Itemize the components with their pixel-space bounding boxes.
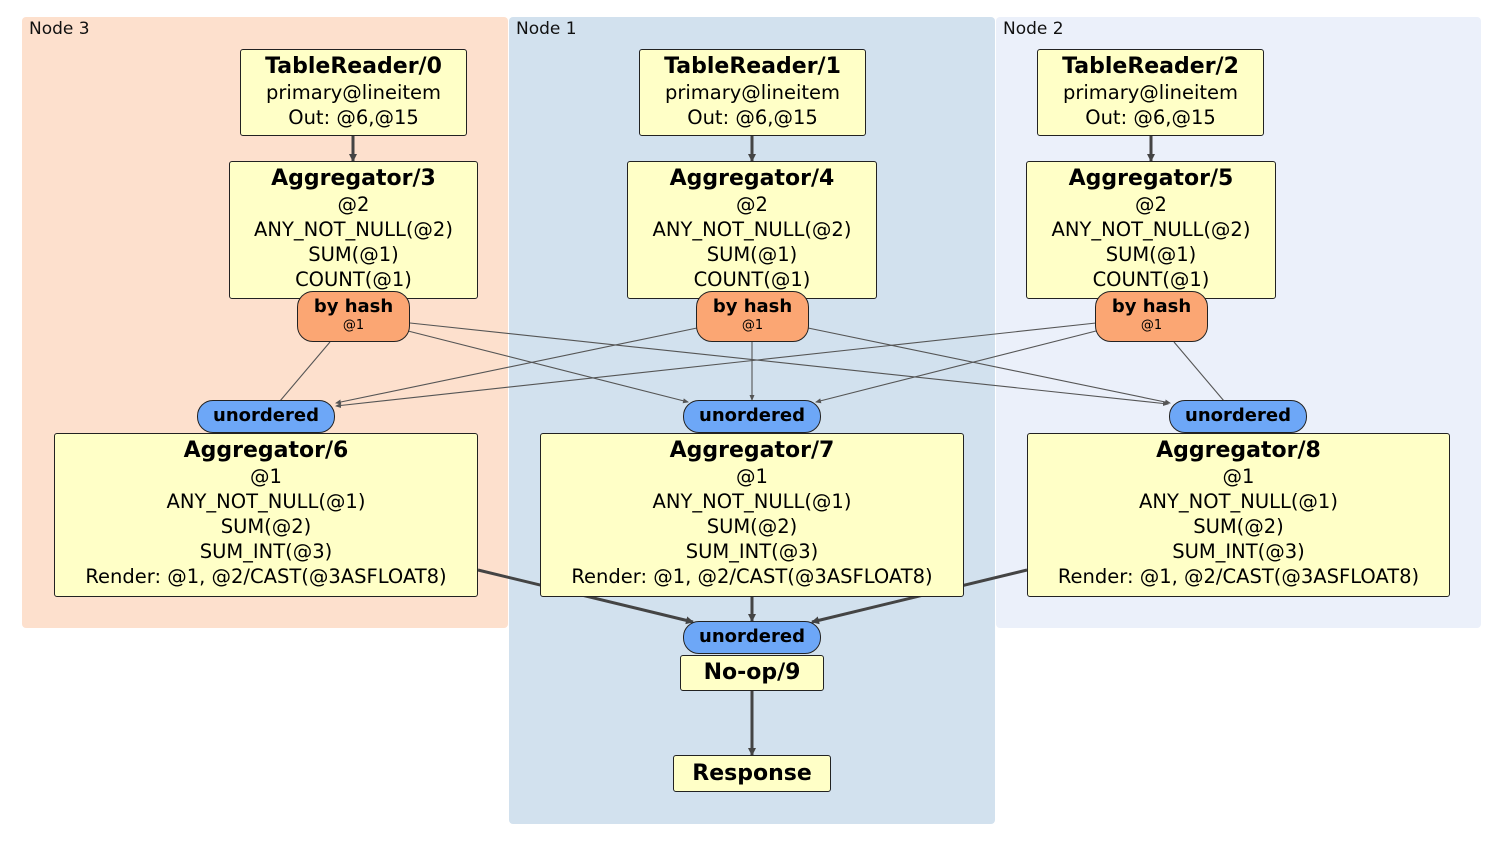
processor-line: Out: @6,@15 [687,106,818,129]
processor-line: primary@lineitem [664,81,841,104]
processor-line: @1 [250,465,282,488]
processor-line: ANY_NOT_NULL(@2) [652,218,852,241]
processor-line: ANY_NOT_NULL(@1) [166,490,366,513]
node-1-label: Node 1 [516,19,577,39]
processor-line: SUM(@2) [1193,515,1284,538]
processor-line: Render: @1, @2/CAST(@3ASFLOAT8) [85,565,447,588]
table-reader-2: TableReader/2 primary@lineitem Out: @6,@… [1037,49,1264,136]
hash-router-1: by hash @1 [696,291,809,342]
edge-hash1-sync8 [807,327,1171,405]
hash-router-0: by hash @1 [297,291,410,342]
edge-hash0-sync7 [407,330,689,404]
processor-line: SUM(@2) [220,515,312,538]
processor-line: COUNT(@1) [693,268,811,291]
table-reader-0: TableReader/0 primary@lineitem Out: @6,@… [240,49,467,136]
processor-line: primary@lineitem [1062,81,1239,104]
processor-title: Aggregator/6 [183,438,349,463]
aggregator-4: Aggregator/4 @2 ANY_NOT_NULL(@2) SUM(@1)… [627,161,877,299]
edge-hash2-sync7 [815,330,1097,404]
processor-line: SUM(@1) [706,243,798,266]
processor-title: Response [692,761,812,786]
synchronizer-7: unordered [683,400,821,433]
processor-line: SUM_INT(@3) [1172,540,1305,563]
processor-line: @2 [1135,193,1167,216]
processor-line: @2 [337,193,370,216]
processor-line: COUNT(@1) [295,268,412,291]
processor-line: SUM_INT(@3) [199,540,333,563]
processor-line: Out: @6,@15 [1085,106,1216,129]
processor-line: ANY_NOT_NULL(@2) [254,218,453,241]
processor-line: Out: @6,@15 [288,106,419,129]
router-column: @1 [1140,318,1163,333]
router-column: @1 [342,318,365,333]
synchronizer-6: unordered [197,400,335,433]
processor-line: @1 [736,465,768,488]
edge-hash0-sync8 [409,322,1169,406]
aggregator-8: Aggregator/8 @1 ANY_NOT_NULL(@1) SUM(@2)… [1027,433,1450,597]
processor-title: No-op/9 [703,660,801,685]
processor-title: TableReader/1 [664,54,841,79]
processor-title: TableReader/0 [265,54,442,79]
aggregator-3: Aggregator/3 @2 ANY_NOT_NULL(@2) SUM(@1)… [229,161,478,299]
processor-title: Aggregator/5 [1068,166,1234,191]
edge-hash1-sync6 [335,327,698,405]
processor-line: primary@lineitem [265,81,442,104]
processor-line: ANY_NOT_NULL(@2) [1051,218,1251,241]
router-column: @1 [741,318,764,333]
processor-line: COUNT(@1) [1092,268,1210,291]
processor-title: Aggregator/7 [669,438,835,463]
processor-line: @2 [736,193,768,216]
noop-9: No-op/9 [680,655,824,691]
table-reader-1: TableReader/1 primary@lineitem Out: @6,@… [639,49,866,136]
synchronizer-8: unordered [1169,400,1307,433]
response: Response [673,755,831,792]
processor-line: SUM(@1) [308,243,399,266]
aggregator-6: Aggregator/6 @1 ANY_NOT_NULL(@1) SUM(@2)… [54,433,478,597]
processor-line: SUM_INT(@3) [685,540,819,563]
edge-hash0-sync6 [279,341,331,402]
processor-title: Aggregator/4 [669,166,835,191]
processor-title: TableReader/2 [1062,54,1239,79]
processor-line: @1 [1222,465,1255,488]
processor-line: SUM(@2) [706,515,798,538]
processor-line: SUM(@1) [1105,243,1197,266]
hash-router-2: by hash @1 [1095,291,1208,342]
processor-line: Render: @1, @2/CAST(@3ASFLOAT8) [1057,565,1420,588]
router-label: by hash [313,296,394,317]
edge-hash2-sync8 [1173,341,1225,402]
router-label: by hash [1111,296,1192,317]
processor-title: Aggregator/8 [1156,438,1321,463]
router-label: by hash [712,296,793,317]
aggregator-7: Aggregator/7 @1 ANY_NOT_NULL(@1) SUM(@2)… [540,433,964,597]
final-synchronizer: unordered [683,621,821,654]
edge-hash2-sync6 [335,322,1097,408]
node-2-label: Node 2 [1003,19,1064,39]
node-3-label: Node 3 [29,19,90,39]
processor-title: Aggregator/3 [271,166,436,191]
aggregator-5: Aggregator/5 @2 ANY_NOT_NULL(@2) SUM(@1)… [1026,161,1276,299]
processor-line: ANY_NOT_NULL(@1) [652,490,852,513]
processor-line: ANY_NOT_NULL(@1) [1139,490,1338,513]
processor-line: Render: @1, @2/CAST(@3ASFLOAT8) [571,565,933,588]
